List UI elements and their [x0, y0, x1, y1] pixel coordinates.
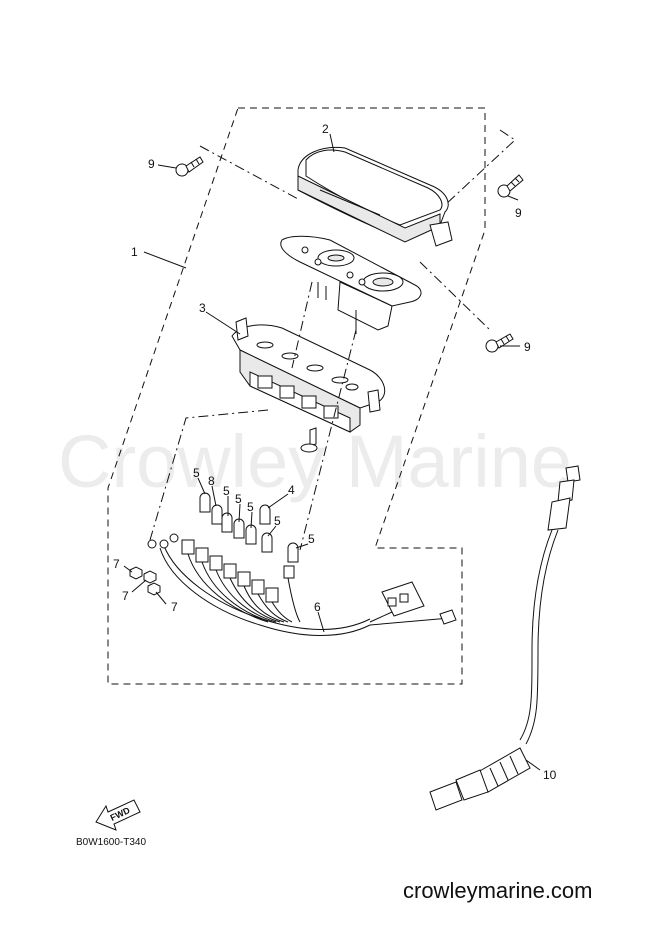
callout-1: 1 [131, 245, 138, 259]
callout-5-d: 5 [247, 500, 254, 514]
callout-6: 6 [314, 600, 321, 614]
callout-9-left: 9 [148, 157, 155, 171]
stud-line-2 [299, 329, 357, 551]
diagram-code: B0W1600-T340 [76, 837, 146, 848]
callout-5-b: 5 [223, 484, 230, 498]
screw-line-right-top [444, 129, 516, 206]
leader-lines [123, 133, 541, 771]
callout-8: 8 [208, 474, 215, 488]
callout-5-e: 5 [274, 514, 281, 528]
meter-case [231, 317, 386, 433]
screw-line-right-bottom [419, 261, 491, 331]
callout-2: 2 [322, 122, 329, 136]
stud-line [291, 281, 313, 369]
fwd-arrow-icon: FWD [95, 799, 141, 831]
meter-cover [297, 146, 453, 247]
meter-face-plate [280, 235, 422, 334]
case-screw [300, 427, 318, 453]
callout-5-c: 5 [235, 492, 242, 506]
screw-right-bottom [485, 333, 514, 353]
callout-3: 3 [199, 301, 206, 315]
callout-7-b: 7 [122, 589, 129, 603]
wire-harness [147, 533, 457, 636]
speedometer-cable [429, 465, 581, 811]
assembly-boundary [107, 107, 486, 685]
screw-right-top [497, 174, 524, 198]
callout-7-c: 7 [171, 600, 178, 614]
bulbs [199, 492, 299, 563]
callout-5-f: 5 [308, 532, 315, 546]
callout-10: 10 [543, 768, 557, 782]
screw-line-left [199, 145, 301, 201]
callout-7-a: 7 [113, 557, 120, 571]
callout-4: 4 [288, 483, 295, 497]
harness-line [149, 409, 269, 541]
nuts [129, 566, 161, 596]
screw-left [175, 156, 204, 177]
callout-5-a: 5 [193, 466, 200, 480]
site-url: crowleymarine.com [403, 878, 593, 903]
callout-9-right-bottom: 9 [524, 340, 531, 354]
callout-9-right-top: 9 [515, 206, 522, 220]
callouts: 1 2 3 9 9 9 5 8 5 5 5 4 5 5 6 7 7 7 10 [113, 122, 557, 782]
